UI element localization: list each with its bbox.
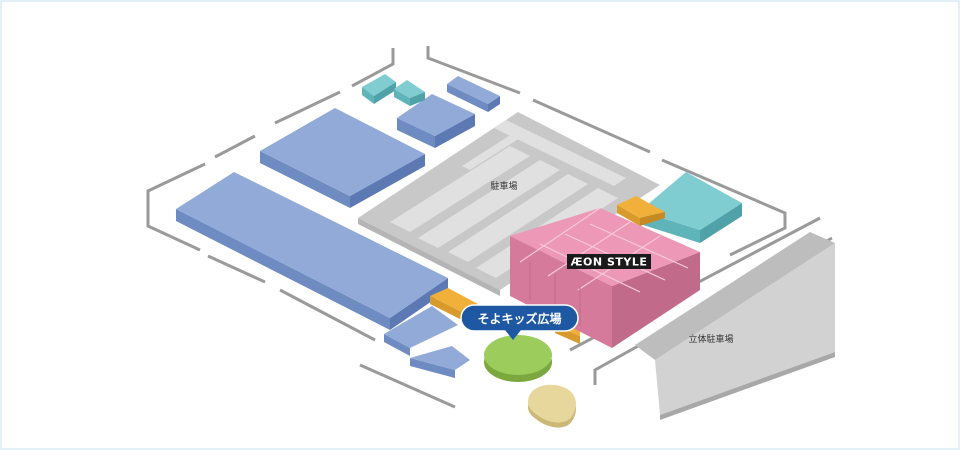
teal-building-small-1[interactable] [362,74,396,104]
blue-building-strip-top[interactable] [447,76,500,112]
orange-annex-left[interactable] [430,288,478,320]
aeon-style-building[interactable] [510,207,700,348]
kids-plaza-callout[interactable]: そよキッズ広場 [460,304,579,340]
kids-plaza[interactable] [484,335,552,382]
kids-plaza-label: そよキッズ広場 [477,311,561,326]
blue-building-large[interactable] [176,172,448,330]
aeon-style-logo: ÆON STYLE [567,254,651,269]
parking-label: 駐車場 [490,180,517,192]
multi-story-parking-label: 立体駐車場 [688,333,733,345]
orange-annex-top[interactable] [617,196,665,226]
blue-building-bottom[interactable] [384,306,470,378]
multi-story-parking[interactable] [635,232,835,420]
teal-building-small-2[interactable] [394,80,425,106]
blue-building-small-top[interactable] [397,94,475,148]
blue-building-mid[interactable] [260,108,425,208]
sand-area[interactable] [528,384,576,428]
aeon-style-logo-text: ÆON STYLE [571,256,648,269]
